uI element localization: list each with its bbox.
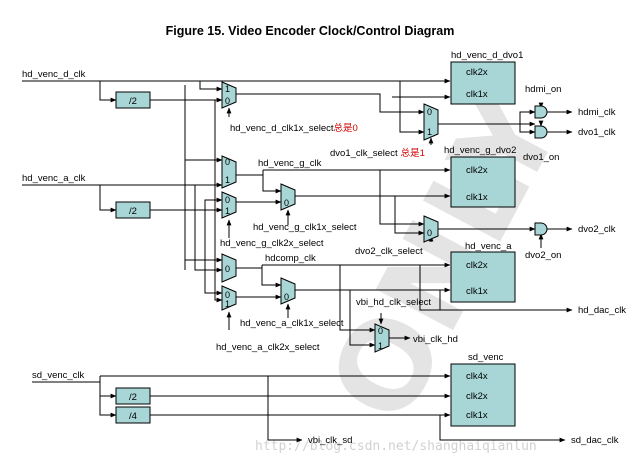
mux-d-clk1x-in1: 1 (225, 84, 230, 94)
block-sd-venc: sd_venc clk4x clk2x clk1x (450, 352, 516, 427)
block-hd-venc-d-dvo1: hd_venc_d_dvo1 clk2x clk1x (450, 50, 523, 105)
mux-dvo1: 0 1 (423, 103, 439, 141)
block-venca-port-0: clk2x (466, 260, 488, 271)
select-g-clk1x: hd_venc_g_clk1x_select (253, 222, 357, 233)
output-sd-dac-clk: sd_dac_clk (571, 435, 619, 446)
and-gate-dvo2 (534, 222, 548, 236)
divider-sd-4: /4 (115, 406, 151, 424)
block-hd-venc-a: hd_venc_a clk2x clk1x (450, 241, 516, 303)
block-dvo1-title: hd_venc_d_dvo1 (451, 50, 523, 61)
mux-d-clk1x-in0: 0 (225, 96, 230, 106)
mux-a-clk2x-bottom: 0 1 (221, 285, 237, 311)
block-sdvenc-port-0: clk4x (466, 371, 488, 382)
output-dvo1-clk: dvo1_clk (578, 127, 616, 138)
divider-sd-2: /2 (115, 387, 151, 405)
wires-hdcomp (185, 100, 573, 348)
block-dvo2-port-1: clk1x (466, 192, 488, 203)
wires-sd-venc (32, 373, 566, 443)
input-hd-venc-a-clk: hd_venc_a_clk (22, 173, 86, 184)
mux-g-bot-in0: 0 (225, 195, 230, 205)
select-a-clk1x: hd_venc_a_clk1x_select (240, 318, 344, 329)
mux-a-top-in0: 0 (225, 264, 230, 274)
net-hd-venc-g-clk: hd_venc_g_clk (258, 158, 322, 169)
mux-g-clk1x: 0 (280, 183, 296, 211)
diagram-title: Figure 15. Video Encoder Clock/Control D… (166, 24, 455, 38)
block-venca-title: hd_venc_a (465, 241, 512, 252)
mux-g-top-in0: 0 (225, 157, 230, 167)
block-venca-port-1: clk1x (466, 286, 488, 297)
divider-a: /2 (115, 201, 151, 219)
net-hdcomp-clk: hdcomp_clk (265, 253, 316, 264)
mux-a-bot-in0: 0 (225, 290, 230, 300)
block-sdvenc-port-2: clk1x (466, 410, 488, 421)
block-hd-venc-g-dvo2: hd_venc_g_dvo2 clk2x clk1x (444, 145, 516, 208)
select-d-clk1x-note: 总是0 (334, 122, 358, 134)
enable-dvo1-on: dvo1_on (523, 152, 559, 163)
select-g-clk2x: hd_venc_g_clk2x_select (220, 238, 324, 249)
mux-a-clk2x-top: 0 (221, 253, 237, 283)
and-gate-dvo1 (534, 125, 548, 139)
enable-dvo2-on: dvo2_on (525, 250, 561, 261)
output-dvo2-clk: dvo2_clk (578, 224, 616, 235)
mux-vbi-in1: 1 (378, 341, 383, 351)
mux-dvo1-in0: 0 (427, 107, 432, 117)
mux-vbi-in0: 0 (378, 326, 383, 336)
mux-dvo2: 0 (423, 215, 439, 243)
mux-d-clk1x: 1 0 (221, 81, 237, 109)
mux-a-bot-in1: 1 (225, 299, 230, 309)
mux-g-clk2x-bottom: 0 1 (221, 191, 237, 219)
block-dvo1-port-0: clk2x (466, 67, 488, 78)
output-hd-dac-clk: hd_dac_clk (578, 305, 626, 316)
watermark-url: http://blog.csdn.net/shanghaiqianlun (255, 439, 537, 454)
select-dvo2: dvo2_clk_select (355, 246, 423, 257)
wires-hd-venc-d (22, 78, 573, 145)
block-dvo1-port-1: clk1x (466, 89, 488, 100)
output-hdmi-clk: hdmi_clk (578, 107, 616, 118)
block-sdvenc-title: sd_venc (468, 352, 504, 363)
divider-sd-4-label: /4 (129, 411, 137, 422)
mux-dvo1-in1: 1 (427, 127, 432, 137)
block-dvo2-title: hd_venc_g_dvo2 (444, 145, 516, 156)
block-sdvenc-port-1: clk2x (466, 391, 488, 402)
select-d-clk1x: hd_venc_d_clk1x_select总是0 (230, 122, 358, 134)
select-a-clk2x: hd_venc_a_clk2x_select (216, 342, 320, 353)
divider-a-label: /2 (129, 206, 137, 217)
wires-hd-venc-a (22, 85, 573, 270)
output-vbi-clk-sd: vbi_clk_sd (308, 435, 352, 446)
output-vbi-clk-hd: vbi_clk_hd (413, 334, 458, 345)
select-vbi-hd: vbi_hd_clk_select (356, 297, 431, 308)
and-gate-hdmi (534, 105, 548, 119)
divider-d: /2 (115, 91, 151, 109)
mux-a-clk1x-in0: 0 (284, 292, 289, 302)
mux-dvo2-in0: 0 (427, 228, 432, 238)
divider-sd-2-label: /2 (129, 392, 137, 403)
block-dvo2-port-0: clk2x (466, 165, 488, 176)
mux-g-bot-in1: 1 (225, 206, 230, 216)
divider-d-label: /2 (129, 96, 137, 107)
input-hd-venc-d-clk: hd_venc_d_clk (22, 69, 86, 80)
mux-g-clk2x-top: 0 1 (221, 155, 237, 189)
mux-a-clk1x: 0 (280, 277, 296, 305)
mux-vbi-hd: 0 1 (374, 323, 390, 353)
enable-hdmi-on: hdmi_on (525, 84, 561, 95)
input-sd-venc-clk: sd_venc_clk (32, 370, 85, 381)
mux-g-clk1x-in0: 0 (284, 198, 289, 208)
select-dvo1-note: 总是1 (401, 147, 425, 159)
mux-g-top-in1: 1 (225, 175, 230, 185)
